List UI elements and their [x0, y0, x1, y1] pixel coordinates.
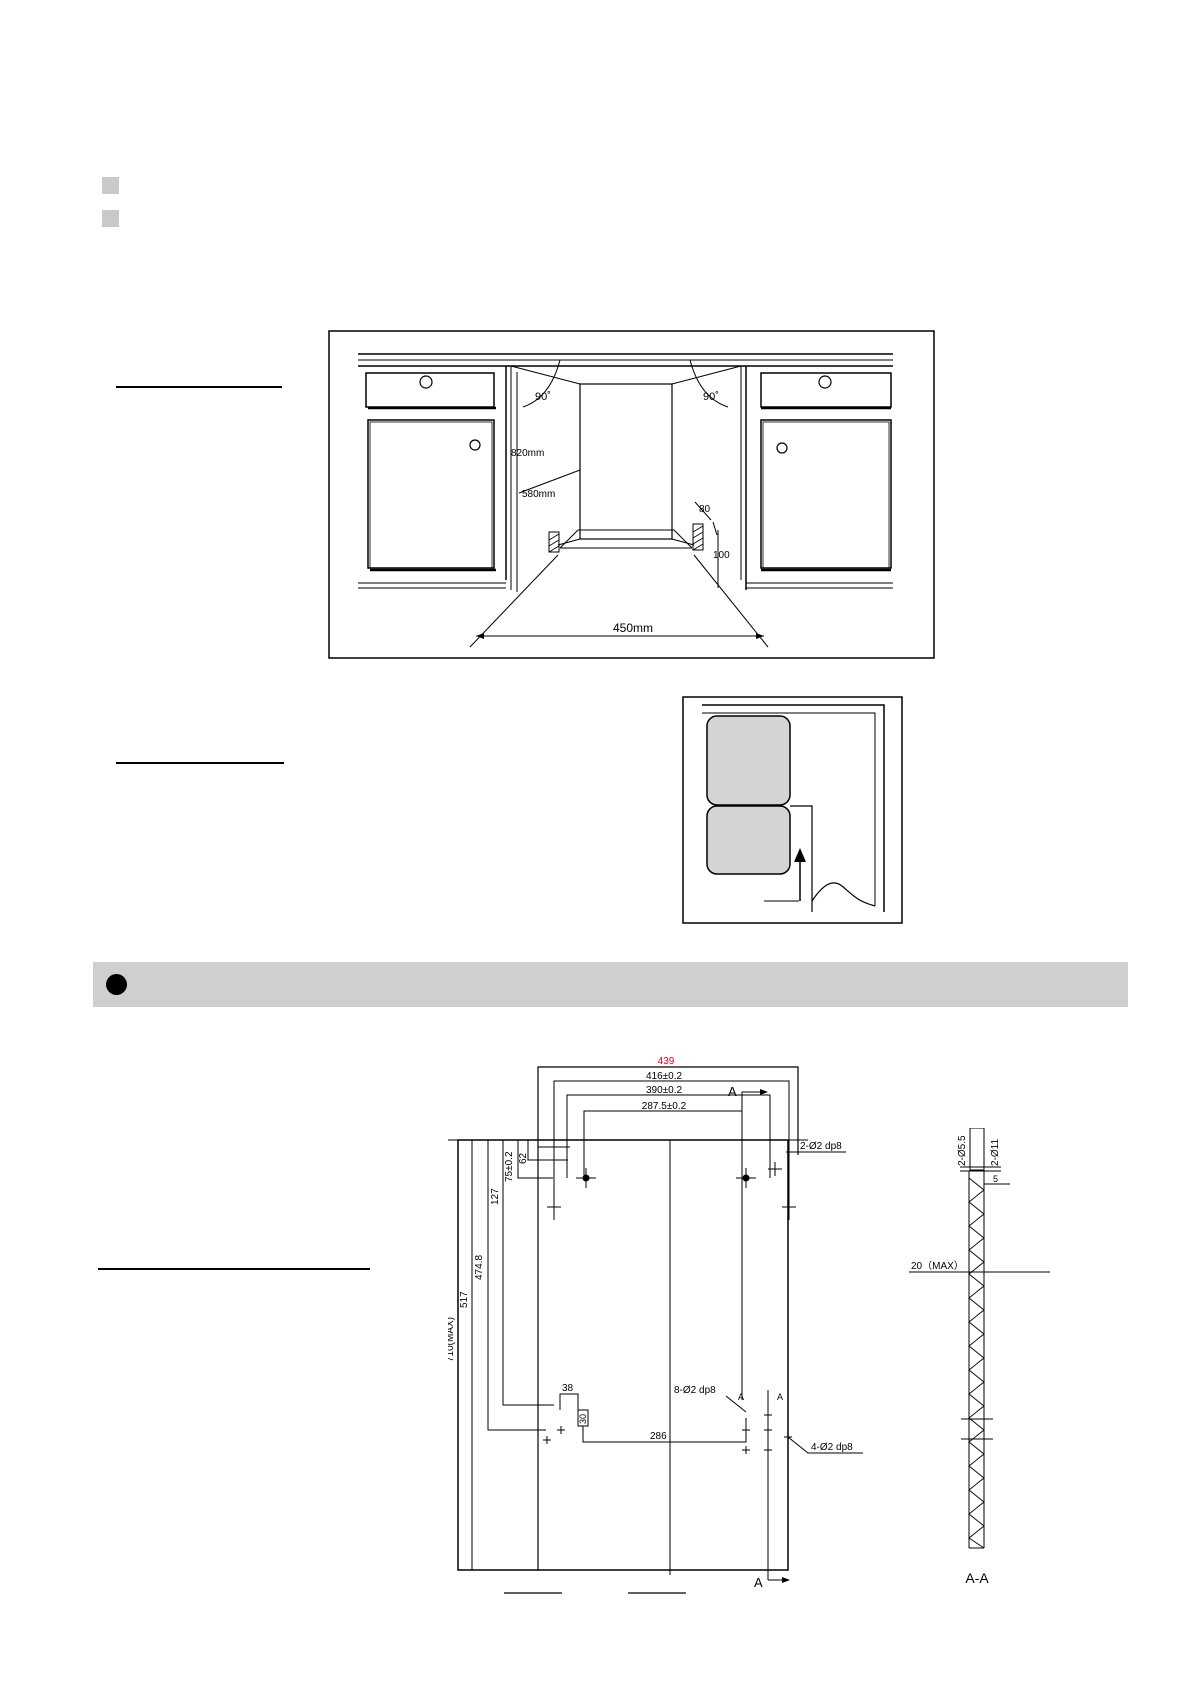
hole-top-label: 2-Ø2 dp8 — [800, 1141, 842, 1152]
dim-62-label: 62 — [518, 1152, 529, 1164]
dim-517-label: 517 — [459, 1291, 470, 1308]
dim-5-label: 5 — [993, 1174, 998, 1184]
dim-439-label: 439 — [658, 1056, 675, 1067]
dim-390-label: 390±0.2 — [646, 1085, 683, 1096]
bullet-square-1 — [102, 177, 119, 194]
cabinet-installation-diagram: 90˚ 90˚ 820mm 580mm 80 100 450mm — [328, 330, 935, 659]
section-a-a-drawing: 2-Ø5.5 2-Ø11 5 20（MAX） A-A — [909, 1128, 1050, 1586]
width-label: 450mm — [613, 621, 653, 635]
dim-474-label: 474.8 — [474, 1255, 485, 1280]
dim-30-label: 30 — [578, 1414, 588, 1424]
caption-underline-2 — [116, 762, 284, 764]
dim-20-label: 20（MAX） — [911, 1260, 964, 1272]
section-header-bar — [93, 962, 1128, 1007]
dim-127-label: 127 — [490, 1188, 501, 1205]
mark-a2-label: A — [777, 1392, 783, 1402]
hole-mid-label: 8-Ø2 dp8 — [674, 1385, 716, 1396]
dim-710-label: 710(MAX) — [448, 1317, 456, 1362]
bullet-square-2 — [102, 210, 119, 227]
dim-100-label: 100 — [713, 550, 730, 561]
caption-underline-3 — [98, 1268, 370, 1270]
hole-bottom-label: 4-Ø2 dp8 — [811, 1442, 853, 1453]
depth-label: 580mm — [522, 489, 555, 500]
height-label: 820mm — [511, 448, 544, 459]
angle-right-label: 90˚ — [703, 391, 719, 403]
mark-a1-label: A — [738, 1392, 744, 1402]
dim-416-label: 416±0.2 — [646, 1071, 683, 1082]
caption-underline-1 — [116, 386, 282, 388]
door-panel-diagram — [682, 696, 903, 924]
section-mark-top: A — [728, 1084, 737, 1099]
dim-286-label: 286 — [650, 1431, 667, 1442]
section-title: A-A — [965, 1570, 989, 1586]
angle-left-label: 90˚ — [535, 391, 551, 403]
dia-11-label: 2-Ø11 — [990, 1139, 1001, 1166]
door-template-drawing: 439 416±0.2 390±0.2 287.5±0.2 A A 2-Ø2 d… — [448, 1056, 863, 1594]
section-mark-bottom: A — [754, 1575, 763, 1590]
dia-55-label: 2-Ø5.5 — [957, 1135, 968, 1166]
dim-38-label: 38 — [562, 1383, 574, 1394]
dim-75-label: 75±0.2 — [504, 1151, 515, 1182]
dim-80-label: 80 — [699, 504, 711, 515]
section-bullet-dot — [106, 974, 127, 995]
dim-287-label: 287.5±0.2 — [642, 1101, 687, 1112]
